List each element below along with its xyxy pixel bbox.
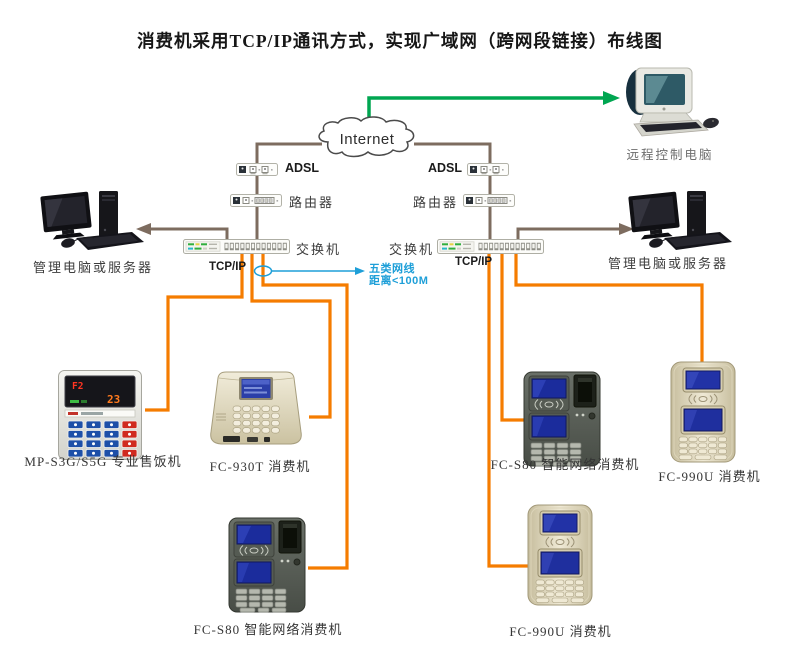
trunk-cloud-to-left-adsl — [255, 142, 322, 246]
cat5-highlight-ellipse — [253, 265, 273, 277]
fcs80-right-device — [523, 371, 601, 467]
fc990u-bottom-label: FC-990U 消费机 — [509, 624, 612, 639]
fcs80-bottom-device — [228, 517, 306, 613]
mgmt-pc-right-label: 管理电脑或服务器 — [607, 256, 728, 271]
arrowhead-left-pc — [136, 223, 151, 235]
router-label-left: 路由器 — [289, 195, 335, 210]
fc990u-bottom-device — [527, 504, 593, 606]
diagram-title: 消费机采用TCP/IP通讯方式，实现广域网（跨网段链接）布线图 — [137, 31, 663, 51]
cat5-note-line2: 距离<100M — [369, 275, 429, 287]
mgmt-pc-left-illustration — [40, 191, 144, 250]
fcs80-right-label: FC-S80 智能网络消费机 — [490, 457, 640, 472]
tcpip-label-left: TCP/IP — [209, 261, 247, 273]
cable-to-fc930t — [250, 253, 332, 419]
mgmt-pc-right-illustration — [628, 191, 732, 250]
cable-to-fc990u-right — [514, 253, 704, 372]
router-left — [230, 194, 282, 207]
switch-left — [183, 239, 290, 254]
trunk-switch-to-right-pc — [516, 227, 620, 240]
arrowhead-remote-pc — [603, 91, 620, 105]
arrowhead-cat5-note — [355, 267, 365, 275]
fc990u-right-device — [670, 361, 736, 463]
arrowhead-right-pc — [619, 223, 634, 235]
cable-to-mp-s3g — [145, 253, 244, 412]
cable-to-fcs80-bottom — [261, 253, 349, 570]
router-label-right: 路由器 — [412, 195, 458, 210]
adsl-modem-right — [467, 163, 509, 176]
adsl-label-right: ADSL — [427, 161, 462, 175]
switch-right — [437, 239, 544, 254]
trunk-switch-to-left-pc — [150, 227, 229, 240]
internet-cloud — [318, 116, 415, 158]
mp-display-line2: 23 — [107, 393, 120, 406]
router-right — [463, 194, 515, 207]
fc990u-right-label: FC-990U 消费机 — [658, 469, 761, 484]
internet-label: Internet — [339, 131, 395, 148]
mp-display-line1: F2 — [72, 381, 83, 392]
mgmt-pc-left-label: 管理电脑或服务器 — [32, 260, 153, 275]
trunk-cloud-to-right-adsl — [414, 142, 492, 246]
adsl-modem-left — [236, 163, 278, 176]
remote-pc-label: 远程控制电脑 — [626, 148, 714, 162]
mp-s3g-device: F2 23 — [58, 370, 142, 460]
remote-control-line — [367, 96, 604, 124]
fc930t-label: FC-930T 消费机 — [209, 459, 311, 474]
mp-s3g-label: MP-S3G/S5G 专业售饭机 — [24, 454, 182, 469]
fcs80-bottom-label: FC-S80 智能网络消费机 — [193, 622, 343, 637]
switch-label-right: 交换机 — [388, 242, 434, 257]
cable-to-fc990u-bottom — [487, 253, 528, 568]
switch-label-left: 交换机 — [296, 242, 342, 257]
adsl-label-left: ADSL — [285, 161, 320, 175]
remote-pc-illustration — [626, 67, 719, 137]
fc930t-device — [210, 371, 302, 445]
cable-to-fcs80-right — [500, 253, 524, 422]
cat5-note-line1: 五类网线 — [369, 263, 415, 275]
tcpip-label-right: TCP/IP — [455, 256, 493, 268]
